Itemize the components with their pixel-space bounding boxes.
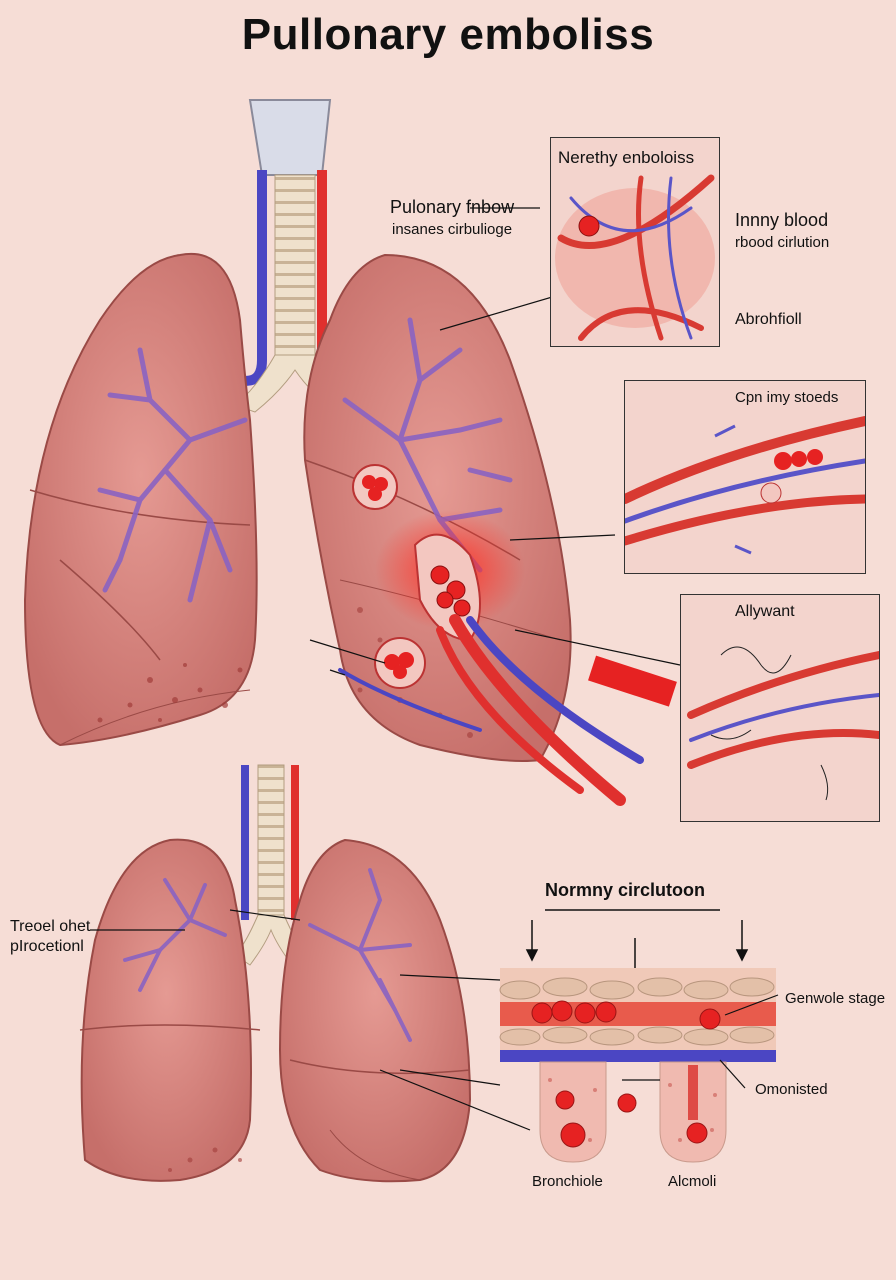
- label-inset1-right-main: Innny blood: [735, 210, 829, 230]
- label-bronchiole: Bronchiole: [532, 1173, 603, 1190]
- lower-lungs: [79, 764, 531, 1183]
- label-pulmonary-main: Pulonary fnbow: [390, 197, 515, 217]
- embolus-lower: [374, 637, 426, 689]
- normal-circulation-section: [499, 909, 779, 1163]
- floating-clot: [588, 655, 677, 707]
- label-inset3-title: Allywant: [735, 603, 795, 620]
- left-bronchi: [97, 347, 248, 603]
- label-pulmonary-sub: insanes cirbulioge: [392, 221, 513, 238]
- vein-band: [500, 1050, 776, 1062]
- inset-clotted-vessels: [624, 380, 866, 574]
- lower-right-lung: [278, 838, 472, 1183]
- label-normal-circulation: Normny circlutoon: [545, 880, 706, 900]
- inset-airway: [680, 594, 880, 822]
- right-lung: [303, 253, 572, 762]
- main-embolus: [413, 533, 481, 642]
- label-inset1-title: Nerethy enboloiss: [558, 148, 695, 167]
- red-blood-cells: [531, 1000, 721, 1030]
- embolus-upper: [352, 464, 398, 510]
- lower-left-lung: [80, 838, 252, 1182]
- trachea: [274, 174, 316, 366]
- diagram-title: Pullonary emboliss: [241, 10, 655, 59]
- label-lower-left-1: Treoel ohet: [10, 918, 91, 935]
- label-inset1-right-sub: rbood cirlution: [735, 234, 830, 251]
- label-omonisted: Omonisted: [755, 1081, 828, 1098]
- leader-lines-bottom: [90, 909, 531, 1131]
- larynx: [248, 99, 332, 176]
- label-lower-left-2: pIrocetionl: [10, 938, 84, 955]
- upper-lungs: [23, 99, 681, 806]
- label-inset2-title: Cpn imy stoeds: [735, 389, 839, 406]
- bronchiole-sac: [539, 1061, 607, 1163]
- label-inset1-bottom: Abrohfioll: [735, 311, 802, 328]
- label-gas-stage: Genwole stage: [785, 990, 886, 1007]
- label-alveoli: Alcmoli: [668, 1173, 717, 1190]
- epithelium-cells: [499, 977, 775, 1046]
- pulmonary-vessels: [338, 614, 644, 806]
- inset-embolism-detail: [550, 137, 720, 347]
